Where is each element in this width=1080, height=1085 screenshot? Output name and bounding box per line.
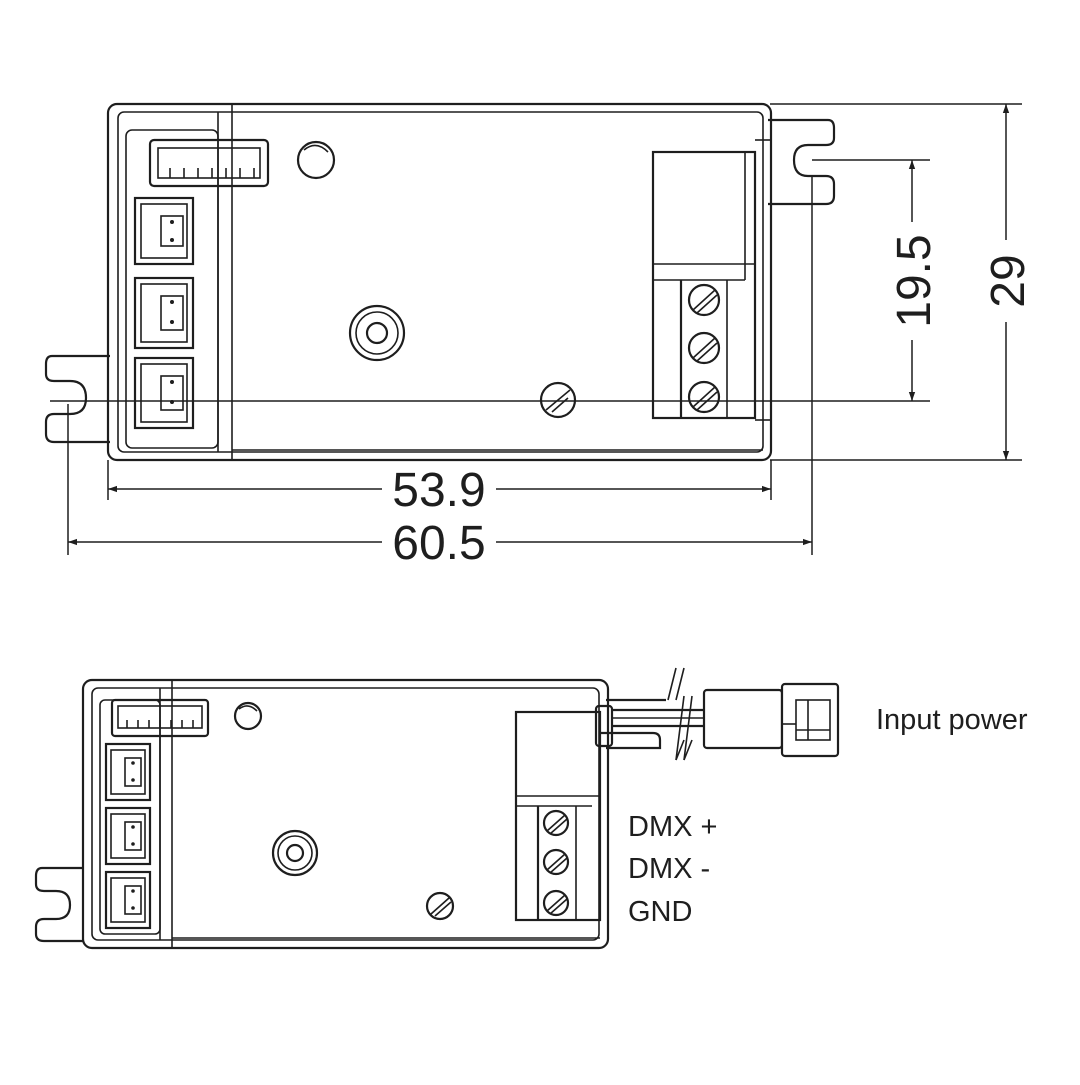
gnd-label: GND xyxy=(628,896,692,928)
dimension-60-5: 60.5 xyxy=(68,517,812,570)
right-mounting-tab xyxy=(768,118,836,206)
screw-bottom-2 xyxy=(542,848,570,876)
top-view: 53.9 60.5 19.5 29 xyxy=(44,102,1035,570)
terminal-block xyxy=(651,150,757,420)
input-power-label: Input power xyxy=(876,704,1028,736)
small-knob xyxy=(296,140,336,180)
trim-potentiometer xyxy=(539,381,577,419)
jst-connector-bottom-3 xyxy=(104,870,152,930)
dimension-29: 29 xyxy=(982,104,1035,460)
trim-potentiometer-bottom xyxy=(425,891,455,921)
screw-2 xyxy=(687,331,721,365)
connector-rail xyxy=(125,129,219,449)
pin-header-bottom xyxy=(110,698,210,738)
pin-header xyxy=(148,138,270,188)
jst-connector-bottom-2 xyxy=(104,806,152,866)
housing-outline xyxy=(106,102,773,462)
dimension-label-29: 29 xyxy=(982,254,1035,307)
screw-bottom-3 xyxy=(542,889,570,917)
dimension-label-53-9: 53.9 xyxy=(392,464,485,517)
dimension-label-60-5: 60.5 xyxy=(392,517,485,570)
left-mounting-tab xyxy=(44,354,110,444)
input-power-plug xyxy=(702,682,840,758)
terminal-block-bottom xyxy=(514,710,602,922)
small-knob-bottom xyxy=(233,701,263,731)
dimension-label-19-5: 19.5 xyxy=(888,234,941,327)
jst-connector-bottom-1 xyxy=(104,742,152,802)
housing-outline-bottom xyxy=(81,678,610,950)
jst-connector-1 xyxy=(133,196,195,266)
push-button-bottom xyxy=(271,829,319,877)
housing-inner-edge xyxy=(117,111,764,453)
dmx-plus-label: DMX + xyxy=(628,811,717,843)
input-power-cable xyxy=(594,667,704,761)
jst-connector-3 xyxy=(133,356,195,430)
screw-bottom-1 xyxy=(542,809,570,837)
bottom-view: Input power DMX + DMX - GND xyxy=(34,667,1028,950)
left-mounting-tab-bottom xyxy=(34,866,84,943)
screw-3 xyxy=(687,380,721,414)
dimension-53-9: 53.9 xyxy=(108,464,771,517)
screw-1 xyxy=(687,283,721,317)
push-button xyxy=(348,304,406,362)
dmx-minus-label: DMX - xyxy=(628,853,710,885)
dimension-19-5: 19.5 xyxy=(888,160,941,401)
jst-connector-2 xyxy=(133,276,195,350)
